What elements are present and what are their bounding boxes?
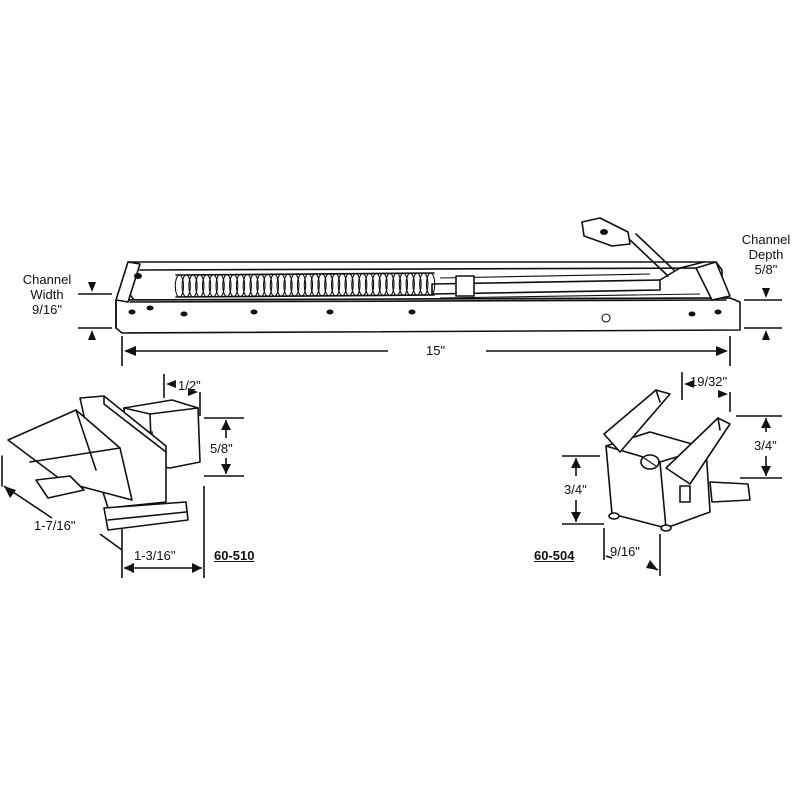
left-diagonal-label: 1-7/16": [34, 518, 76, 533]
shoe-60-504-dimensions: [562, 372, 782, 576]
spring-coil: [174, 272, 436, 298]
length-dimension: [121, 336, 731, 366]
channel-depth-line3: 5/8": [754, 262, 778, 277]
channel-depth-line2: Depth: [748, 247, 784, 262]
channel-depth-line1: Channel: [741, 232, 791, 247]
channel-depth-dimension: [744, 288, 782, 340]
right-height-inner-label: 3/4": [564, 482, 587, 497]
channel-width-line1: Channel: [22, 272, 72, 287]
left-top-label: 1/2": [178, 378, 201, 393]
spring-outline: [175, 272, 435, 298]
shoe-60-510-dimensions: [3, 374, 244, 578]
channel-width-dimension: [78, 282, 112, 340]
channel-depth-label: Channel Depth 5/8": [732, 232, 800, 277]
channel-width-label: Channel Width 9/16": [14, 272, 80, 317]
right-top-label: 19/32": [690, 374, 728, 389]
shoe-60-510: [1, 395, 201, 531]
part-number-60-510: 60-510: [214, 548, 255, 563]
left-height-label: 5/8": [210, 441, 233, 456]
balance-channel: [115, 217, 741, 334]
channel-width-line2: Width: [30, 287, 64, 302]
length-label: 15": [426, 343, 446, 358]
left-bottom-label: 1-3/16": [134, 548, 176, 563]
right-bottom-label: 9/16": [610, 544, 640, 559]
channel-width-line3: 9/16": [32, 302, 62, 317]
part-number-60-504: 60-504: [534, 548, 575, 563]
right-height-outer-label: 3/4": [754, 438, 777, 453]
shoe-60-504: [603, 389, 751, 532]
